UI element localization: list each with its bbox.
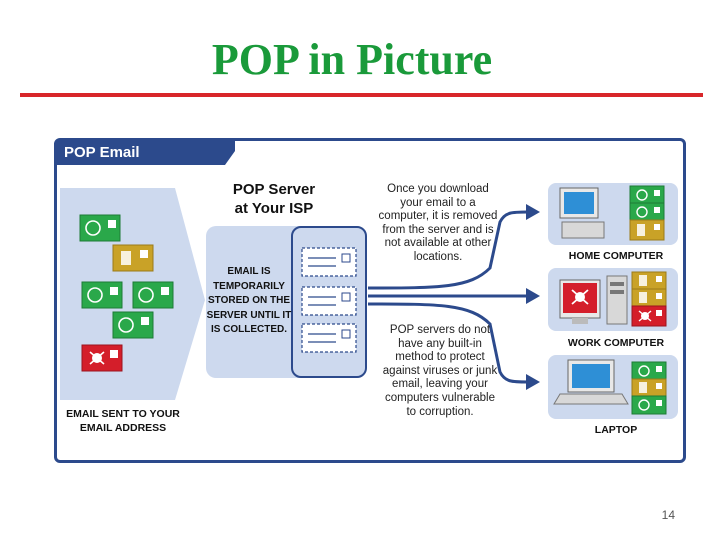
- arrowhead: [526, 374, 540, 390]
- desktop-computer-icon: [559, 187, 605, 239]
- envelope-green-icon: [629, 185, 665, 205]
- server-note: EMAIL IS TEMPORARILY STORED ON THE SERVE…: [206, 266, 292, 335]
- server-unit: [301, 286, 357, 316]
- diagram-header-label: POP Email: [64, 144, 140, 161]
- title-divider: [20, 93, 703, 97]
- laptop-label: LAPTOP: [594, 424, 638, 436]
- slide-title: POP in Picture: [211, 35, 493, 84]
- arrowhead: [526, 204, 540, 220]
- envelope-gold-icon: [631, 378, 667, 398]
- server-heading-line1: POP Server: [232, 181, 316, 198]
- server-heading: POP Server at Your ISP: [210, 180, 338, 218]
- envelope-green-icon: [81, 281, 123, 309]
- home-computer-label: HOME COMPUTER: [568, 250, 664, 262]
- arrow-to-home-computer: [367, 210, 529, 290]
- envelope-green-icon: [631, 395, 667, 415]
- work-computer-label: WORK COMPUTER: [567, 337, 665, 349]
- email-sent-label: EMAIL SENT TO YOUR EMAIL ADDRESS: [66, 408, 180, 434]
- arrow-to-laptop: [367, 302, 529, 384]
- envelope-gold-icon: [631, 288, 667, 308]
- envelope-green-icon: [629, 202, 665, 222]
- caption-download: Once you download your email to a comput…: [378, 183, 498, 263]
- envelope-virus-icon: [81, 344, 123, 372]
- caption-virus: POP servers do not have any built-in met…: [382, 324, 498, 418]
- page-number: 14: [661, 508, 675, 522]
- server-unit: [301, 323, 357, 353]
- desktop-computer-icon: [559, 275, 628, 325]
- envelope-gold-icon: [629, 219, 665, 241]
- envelope-green-icon: [79, 214, 121, 242]
- envelope-green-icon: [132, 281, 174, 309]
- laptop-icon: [553, 359, 629, 405]
- arrowhead: [526, 288, 540, 304]
- diagram-header-tab: [57, 141, 235, 165]
- server-unit: [301, 247, 357, 277]
- envelope-gold-icon: [631, 271, 667, 291]
- server-heading-line2: at Your ISP: [234, 200, 314, 217]
- envelope-green-icon: [112, 311, 154, 339]
- envelope-gold-icon: [112, 244, 154, 272]
- envelope-green-icon: [631, 361, 667, 381]
- delivery-arrows: [367, 210, 529, 384]
- envelope-virus-icon: [631, 305, 667, 327]
